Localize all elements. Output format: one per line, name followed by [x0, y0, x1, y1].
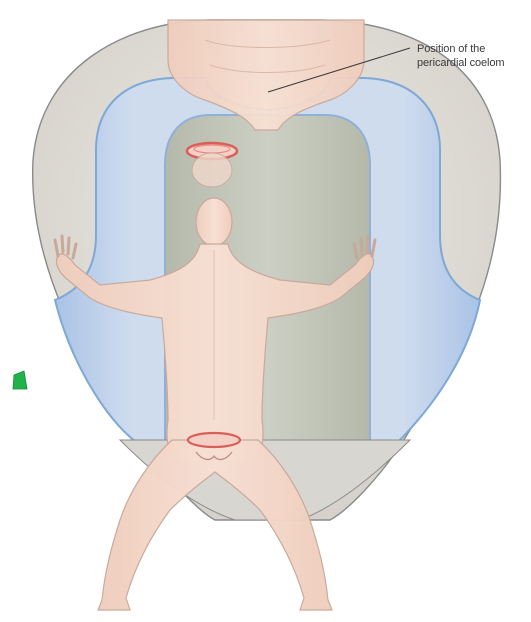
inverted-head [192, 153, 232, 187]
label-line-2: pericardial coelom [417, 56, 529, 70]
green-triangle-marker-icon [13, 371, 27, 389]
pelvic-ring [188, 433, 240, 447]
pericardial-coelom-label: Position of the pericardial coelom [417, 42, 529, 70]
label-line-1: Position of the [417, 42, 529, 56]
upright-head [196, 198, 232, 246]
